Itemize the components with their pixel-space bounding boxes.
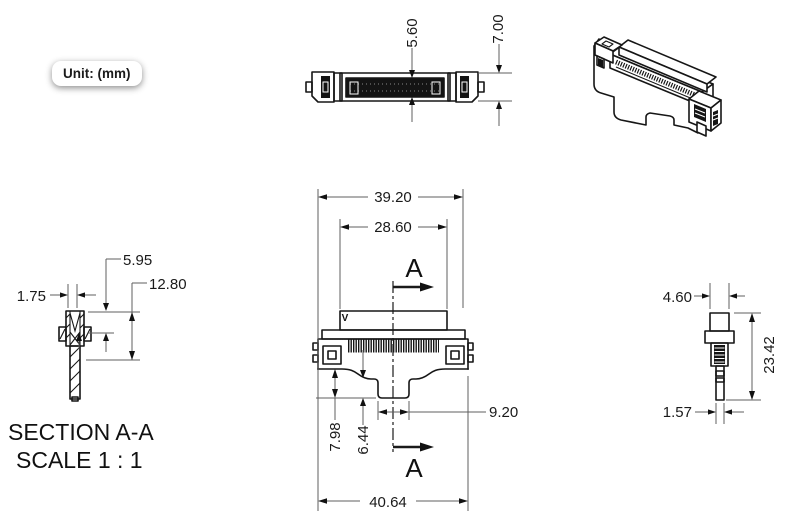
- dim-label-contact-width: 1.75: [17, 288, 46, 305]
- dim-label-flange-depth: 7.98: [327, 422, 344, 451]
- dim-section-contact-depth: 5.95: [76, 252, 152, 352]
- dim-front-notch-width: 9.20: [377, 401, 518, 421]
- dim-label-step-depth: 6.44: [355, 425, 372, 454]
- dim-label-side-overall-height: 23.42: [761, 336, 778, 374]
- dim-label-body-height: 12.80: [149, 276, 187, 293]
- section-scale: SCALE 1 : 1: [16, 447, 143, 473]
- datum-mark: V: [342, 313, 349, 324]
- dim-side-body-width: 4.60: [663, 283, 745, 309]
- section-marker-bottom: A: [405, 453, 423, 483]
- dim-side-tail-width: 1.57: [663, 403, 744, 424]
- dim-label-contact-depth: 5.95: [123, 252, 152, 269]
- dim-front-mating-width: 28.60: [339, 219, 448, 309]
- dim-label-inner-height: 5.60: [404, 18, 421, 47]
- dim-section-contact-width: 1.75: [17, 284, 96, 308]
- top-view-drawing: [305, 71, 485, 103]
- dim-label-upper-body-width: 39.20: [374, 189, 412, 206]
- unit-label: Unit: (mm): [52, 61, 142, 86]
- front-view-drawing: V A A: [312, 253, 474, 483]
- section-view-drawing: [58, 310, 92, 402]
- dim-top-overall-height: 7.00: [478, 14, 512, 126]
- side-view-drawing: [704, 312, 735, 401]
- section-title: SECTION A-A: [8, 419, 154, 445]
- dim-front-overall-width: 40.64: [318, 376, 469, 511]
- dim-label-mating-width: 28.60: [374, 219, 412, 236]
- dim-label-side-tail-width: 1.57: [663, 404, 692, 421]
- dim-top-inner-height: 5.60: [404, 18, 421, 122]
- dim-section-body-height: 12.80: [86, 276, 187, 361]
- iso-view-drawing: [593, 36, 722, 137]
- dim-front-step-depth: 6.44: [355, 350, 372, 455]
- dim-label-side-body-width: 4.60: [663, 289, 692, 306]
- dim-label-notch-width: 9.20: [489, 404, 518, 421]
- dim-label-overall-height: 7.00: [490, 14, 507, 43]
- dim-label-overall-width: 40.64: [369, 494, 407, 511]
- section-marker-top: A: [405, 253, 423, 283]
- dim-side-overall-height: 23.42: [726, 312, 778, 401]
- dim-front-flange-depth: 7.98: [316, 369, 376, 452]
- dim-front-upper-body-width: 39.20: [317, 189, 464, 511]
